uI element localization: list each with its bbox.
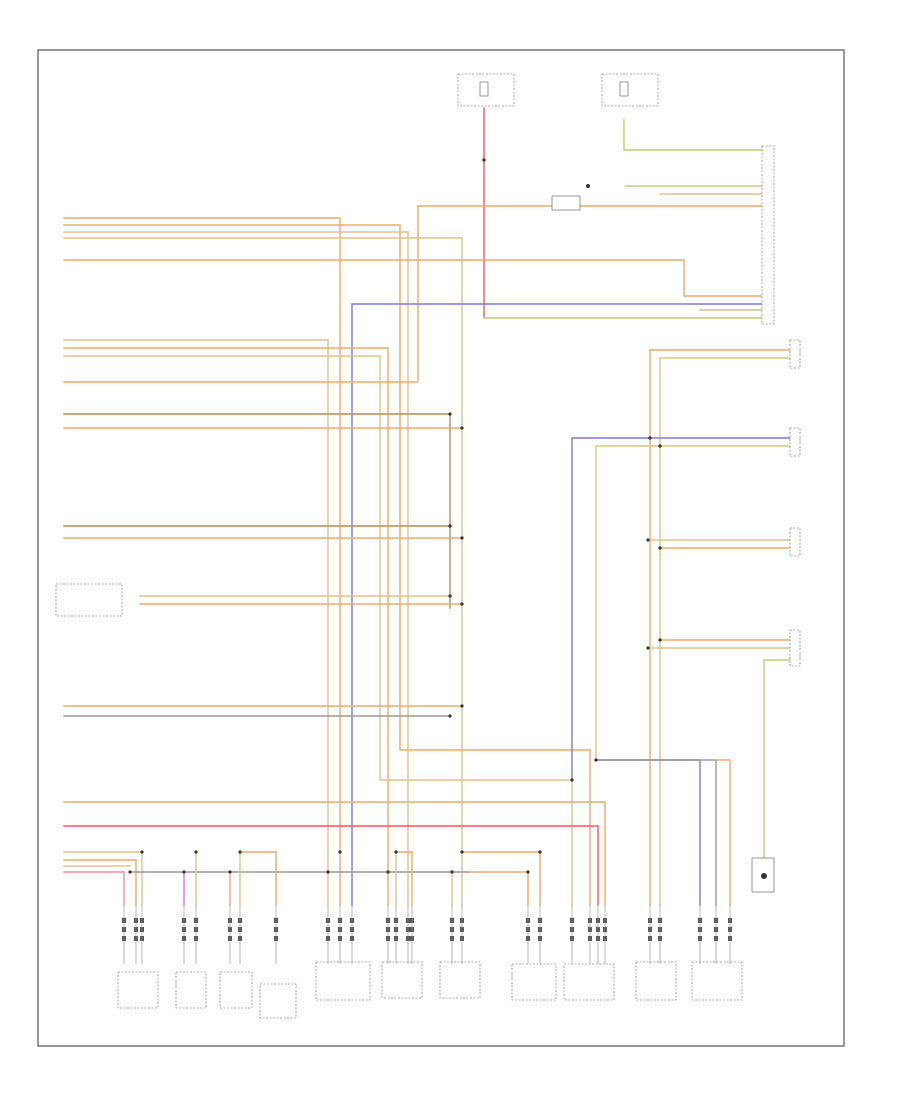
wire-red-l17 [63, 825, 599, 906]
wire-tan-l3 [63, 231, 409, 906]
wire-tan-l8 [63, 355, 573, 906]
wire-orange-l7 [63, 347, 389, 906]
wire-pink-l21 [63, 871, 125, 906]
wire-violet-l1 [351, 303, 769, 906]
splice [326, 870, 330, 874]
wire-tan-r4 [595, 445, 793, 761]
ground-switch [551, 195, 581, 211]
wire-yellow-r9 [763, 659, 793, 881]
right-connector-c [789, 527, 801, 557]
wire-grey-r11 [595, 759, 717, 906]
splice [140, 850, 144, 854]
splice [658, 638, 662, 642]
splice [526, 870, 530, 874]
splice [338, 850, 342, 854]
control-module-9 [563, 963, 615, 1001]
splice [448, 714, 452, 718]
splice [386, 870, 390, 874]
splice [460, 602, 464, 606]
splice [538, 850, 542, 854]
wire-orange-l5 [63, 259, 769, 297]
control-module-6 [381, 961, 423, 999]
splice [194, 850, 198, 854]
splice [394, 850, 398, 854]
wire-orange-l1 [63, 217, 341, 906]
wire-orange-l2 [63, 224, 591, 906]
splice [460, 704, 464, 708]
splice [482, 158, 486, 162]
control-module-2 [175, 971, 207, 1009]
wire-brown-l10 [63, 413, 451, 609]
control-module-8 [511, 963, 557, 1001]
wire-orange-r12 [715, 759, 731, 906]
splice [646, 646, 650, 650]
ground-point [586, 184, 590, 188]
control-module-11 [691, 961, 743, 1001]
right-connector-d [789, 629, 801, 667]
sender-ground [761, 873, 767, 879]
component-group [55, 73, 801, 1019]
fuse-element [479, 81, 489, 97]
splice [460, 426, 464, 430]
splice-group [128, 158, 662, 874]
splice [648, 436, 652, 440]
splice [658, 546, 662, 550]
diagram-frame [37, 49, 845, 1047]
pin-group [122, 905, 732, 964]
wire-orange-l19 [63, 859, 137, 906]
right-connector-strip [761, 145, 775, 325]
splice [594, 758, 598, 762]
wire-tan-l6 [63, 339, 329, 906]
splice [448, 594, 452, 598]
wire-orange-l16 [63, 801, 606, 906]
splice [460, 536, 464, 540]
control-module-7 [439, 961, 481, 999]
wire-orange-b5 [395, 851, 413, 906]
wire-yellow-fuse-feed [623, 119, 769, 151]
control-module-1 [117, 971, 159, 1009]
control-module-10 [635, 961, 677, 1001]
transmission-control-unit [55, 583, 123, 617]
wire-violet-r10 [595, 759, 701, 906]
wire-group [63, 107, 793, 906]
fuse-box-right [601, 73, 659, 107]
control-module-3 [219, 971, 253, 1009]
splice [646, 538, 650, 542]
splice [448, 412, 452, 416]
right-connector-b [789, 427, 801, 457]
splice [460, 850, 464, 854]
wire-tan-l4 [63, 237, 463, 906]
splice [182, 870, 186, 874]
wire-orange-b8 [469, 871, 529, 906]
splice [448, 524, 452, 528]
right-connector-a [789, 339, 801, 369]
control-module-5 [315, 961, 371, 1001]
splice [570, 778, 574, 782]
control-module-4 [259, 983, 297, 1019]
splice [450, 870, 454, 874]
wire-violet-r3 [571, 437, 793, 781]
splice [128, 870, 132, 874]
wire-tan-r2 [659, 357, 793, 906]
wire-orange-b2 [239, 851, 277, 906]
splice [238, 850, 242, 854]
splice [228, 870, 232, 874]
wire-orange-r1 [649, 349, 793, 906]
fuse-element [619, 81, 629, 97]
splice [658, 444, 662, 448]
